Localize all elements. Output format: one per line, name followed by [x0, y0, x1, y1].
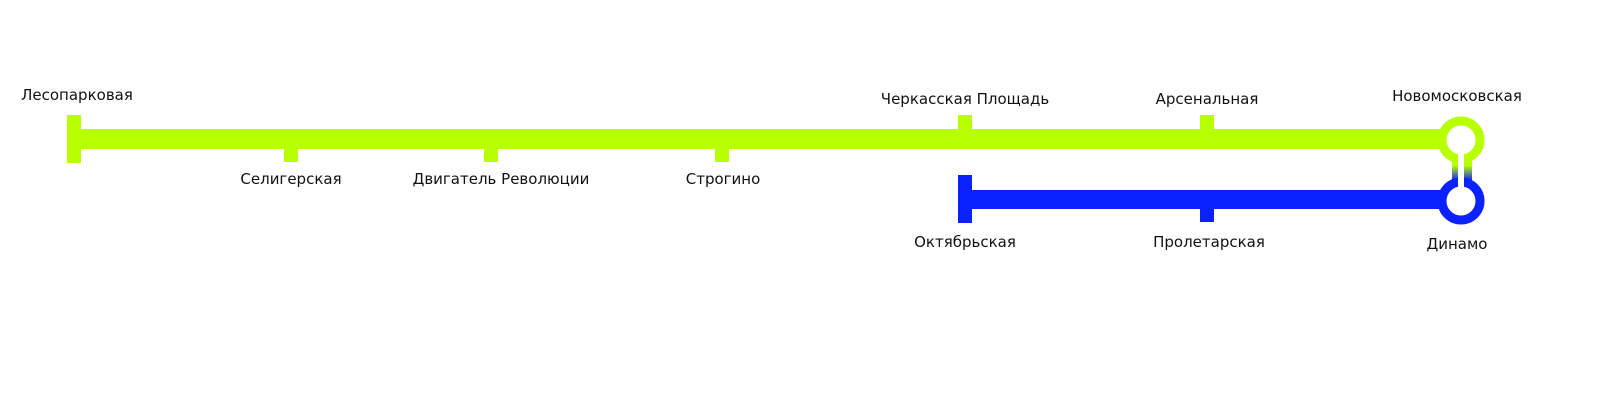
- station-label-lesoparkovaya[interactable]: Лесопарковая: [21, 86, 133, 104]
- green-line: [67, 115, 1457, 163]
- green-line-track: [67, 129, 1457, 149]
- station-label-cherkasskaya-ploshchad[interactable]: Черкасская Площадь: [880, 90, 1050, 108]
- blue-line: [958, 175, 1458, 223]
- station-tick-strogino: [715, 148, 729, 162]
- station-tick-dvigatel: [484, 148, 498, 162]
- station-tick-lesoparkovaya: [67, 115, 81, 163]
- transfer-node: [1437, 116, 1485, 225]
- station-label-novomoskovskaya[interactable]: Новомосковская: [1392, 87, 1522, 105]
- station-label-oktyabrskaya[interactable]: Октябрьская: [914, 233, 1016, 251]
- station-tick-arsenalnaya: [1200, 115, 1214, 130]
- station-tick-cherkasskaya: [958, 115, 972, 130]
- station-label-dinamo[interactable]: Динамо: [1426, 235, 1488, 253]
- station-tick-seligerskaya: [284, 148, 298, 162]
- transfer-connector-core: [1458, 152, 1464, 192]
- station-tick-oktyabrskaya: [958, 175, 972, 223]
- station-label-arsenalnaya[interactable]: Арсенальная: [1155, 90, 1259, 108]
- station-label-dvigatel-revolyutsii[interactable]: Двигатель Революции: [412, 170, 590, 188]
- station-label-proletarskaya[interactable]: Пролетарская: [1153, 233, 1265, 251]
- station-label-strogino[interactable]: Строгино: [685, 170, 761, 188]
- blue-line-track: [958, 190, 1458, 209]
- station-label-seligerskaya[interactable]: Селигерская: [240, 170, 342, 188]
- station-tick-proletarskaya: [1200, 208, 1214, 222]
